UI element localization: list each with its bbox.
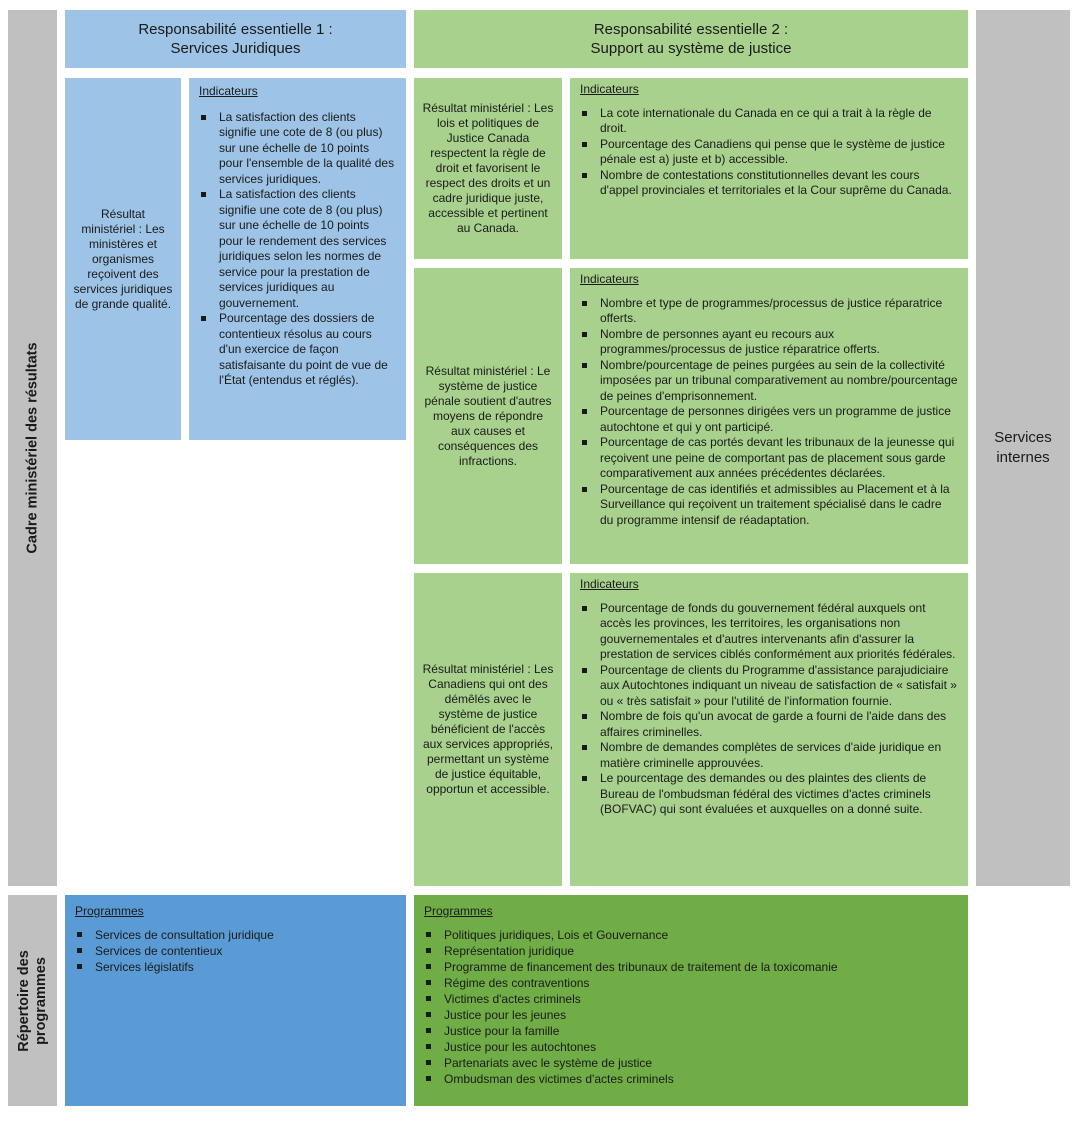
program-item: Services législatifs xyxy=(75,959,396,975)
programmes-1: Programmes Services de consultation juri… xyxy=(65,895,406,1106)
indicator-item: Nombre de personnes ayant eu recours aux… xyxy=(580,327,958,358)
indicators-list: La cote internationale du Canada en ce q… xyxy=(580,106,958,199)
program-item: Victimes d'actes criminels xyxy=(424,991,958,1007)
r2-resultat-3: Résultat ministériel : Les Canadiens qui… xyxy=(414,573,562,886)
responsabilite-2-header: Responsabilité essentielle 2 : Support a… xyxy=(414,10,968,68)
indicator-item: Nombre de fois qu'un avocat de garde a f… xyxy=(580,709,958,740)
indicateurs-title: Indicateurs xyxy=(580,82,639,96)
repertoire-label-box: Répertoire des programmes xyxy=(8,895,57,1106)
program-item: Partenariats avec le système de justice xyxy=(424,1055,958,1071)
programs-list: Services de consultation juridique Servi… xyxy=(75,927,396,975)
indicator-item: Pourcentage des dossiers de contentieux … xyxy=(199,311,396,389)
program-item: Programme de financement des tribunaux d… xyxy=(424,959,958,975)
r2-resultat-1: Résultat ministériel : Les lois et polit… xyxy=(414,78,562,259)
program-item: Justice pour les jeunes xyxy=(424,1007,958,1023)
indicator-item: La satisfaction des clients signifie une… xyxy=(199,110,396,188)
indicator-item: Nombre et type de programmes/processus d… xyxy=(580,296,958,327)
indicators-list: Nombre et type de programmes/processus d… xyxy=(580,296,958,529)
indicators-list: La satisfaction des clients signifie une… xyxy=(199,110,396,389)
responsabilite-1-header: Responsabilité essentielle 1 : Services … xyxy=(65,10,406,68)
indicator-item: Le pourcentage des demandes ou des plain… xyxy=(580,771,958,818)
indicator-item: Pourcentage de cas portés devant les tri… xyxy=(580,435,958,482)
programs-list: Politiques juridiques, Lois et Gouvernan… xyxy=(424,927,958,1087)
indicators-list: Pourcentage de fonds du gouvernement féd… xyxy=(580,601,958,818)
indicator-item: Pourcentage de clients du Programme d'as… xyxy=(580,663,958,710)
indicator-item: Pourcentage des Canadiens qui pense que … xyxy=(580,137,958,168)
programmes-title: Programmes xyxy=(75,904,144,918)
indicateurs-title: Indicateurs xyxy=(580,577,639,591)
program-item: Ombudsman des victimes d'actes criminels xyxy=(424,1071,958,1087)
program-item: Politiques juridiques, Lois et Gouvernan… xyxy=(424,927,958,943)
indicator-item: Pourcentage de personnes dirigées vers u… xyxy=(580,404,958,435)
indicator-item: Nombre de demandes complètes de services… xyxy=(580,740,958,771)
program-item: Services de consultation juridique xyxy=(75,927,396,943)
services-internes: Services internes xyxy=(976,10,1070,886)
cadre-label-box: Cadre ministériel des résultats xyxy=(8,10,57,886)
r1-resultat: Résultat ministériel : Les ministères et… xyxy=(65,78,181,440)
programmes-title: Programmes xyxy=(424,904,493,918)
indicateurs-title: Indicateurs xyxy=(199,84,258,98)
r2-resultat-2: Résultat ministériel : Le système de jus… xyxy=(414,268,562,564)
program-item: Régime des contraventions xyxy=(424,975,958,991)
program-item: Services de contentieux xyxy=(75,943,396,959)
programmes-2: Programmes Politiques juridiques, Lois e… xyxy=(414,895,968,1106)
indicator-item: Nombre/pourcentage de peines purgées au … xyxy=(580,358,958,405)
indicator-item: Pourcentage de fonds du gouvernement féd… xyxy=(580,601,958,663)
program-item: Justice pour les autochtones xyxy=(424,1039,958,1055)
cadre-label: Cadre ministériel des résultats xyxy=(24,342,40,554)
indicator-item: Pourcentage de cas identifiés et admissi… xyxy=(580,482,958,529)
r2-indicateurs-2: Indicateurs Nombre et type de programmes… xyxy=(570,268,968,564)
repertoire-label: Répertoire des programmes xyxy=(15,949,49,1052)
program-item: Représentation juridique xyxy=(424,943,958,959)
indicator-item: La satisfaction des clients signifie une… xyxy=(199,187,396,311)
indicator-item: La cote internationale du Canada en ce q… xyxy=(580,106,958,137)
indicator-item: Nombre de contestations constitutionnell… xyxy=(580,168,958,199)
r1-indicateurs: Indicateurs La satisfaction des clients … xyxy=(189,78,406,440)
r2-indicateurs-1: Indicateurs La cote internationale du Ca… xyxy=(570,78,968,259)
r2-indicateurs-3: Indicateurs Pourcentage de fonds du gouv… xyxy=(570,573,968,886)
indicateurs-title: Indicateurs xyxy=(580,272,639,286)
program-item: Justice pour la famille xyxy=(424,1023,958,1039)
